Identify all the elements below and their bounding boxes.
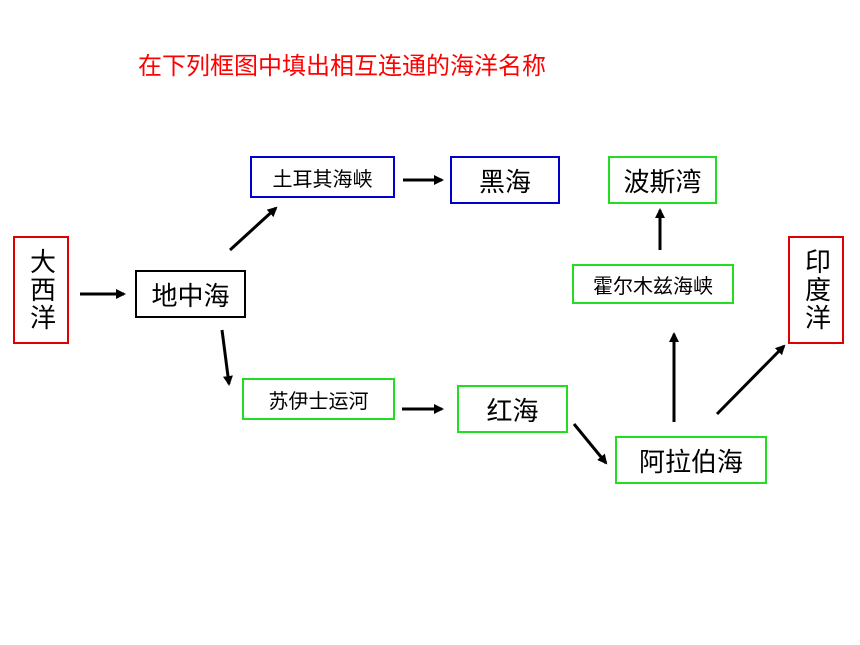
node-turkish-straits: 土耳其海峡 [250,156,395,198]
arrow-red-sea-to-arabian-sea [572,423,608,465]
node-black-sea: 黑海 [450,156,560,204]
arrow-arabian-sea-to-indian-ocean [715,344,786,416]
diagram-title: 在下列框图中填出相互连通的海洋名称 [138,52,546,80]
node-red-sea: 红海 [457,385,568,433]
node-suez-canal: 苏伊士运河 [242,378,395,420]
node-arabian-sea: 阿拉伯海 [615,436,767,484]
node-persian-gulf: 波斯湾 [608,156,717,204]
node-indian-ocean: 印度洋 [788,236,844,344]
node-mediterranean-sea: 地中海 [135,270,246,318]
node-strait-of-hormuz: 霍尔木兹海峡 [572,264,734,304]
arrow-mediterranean-to-turkish-straits [228,206,278,252]
node-atlantic-ocean: 大西洋 [13,236,69,344]
arrow-mediterranean-to-suez-canal [220,329,233,386]
